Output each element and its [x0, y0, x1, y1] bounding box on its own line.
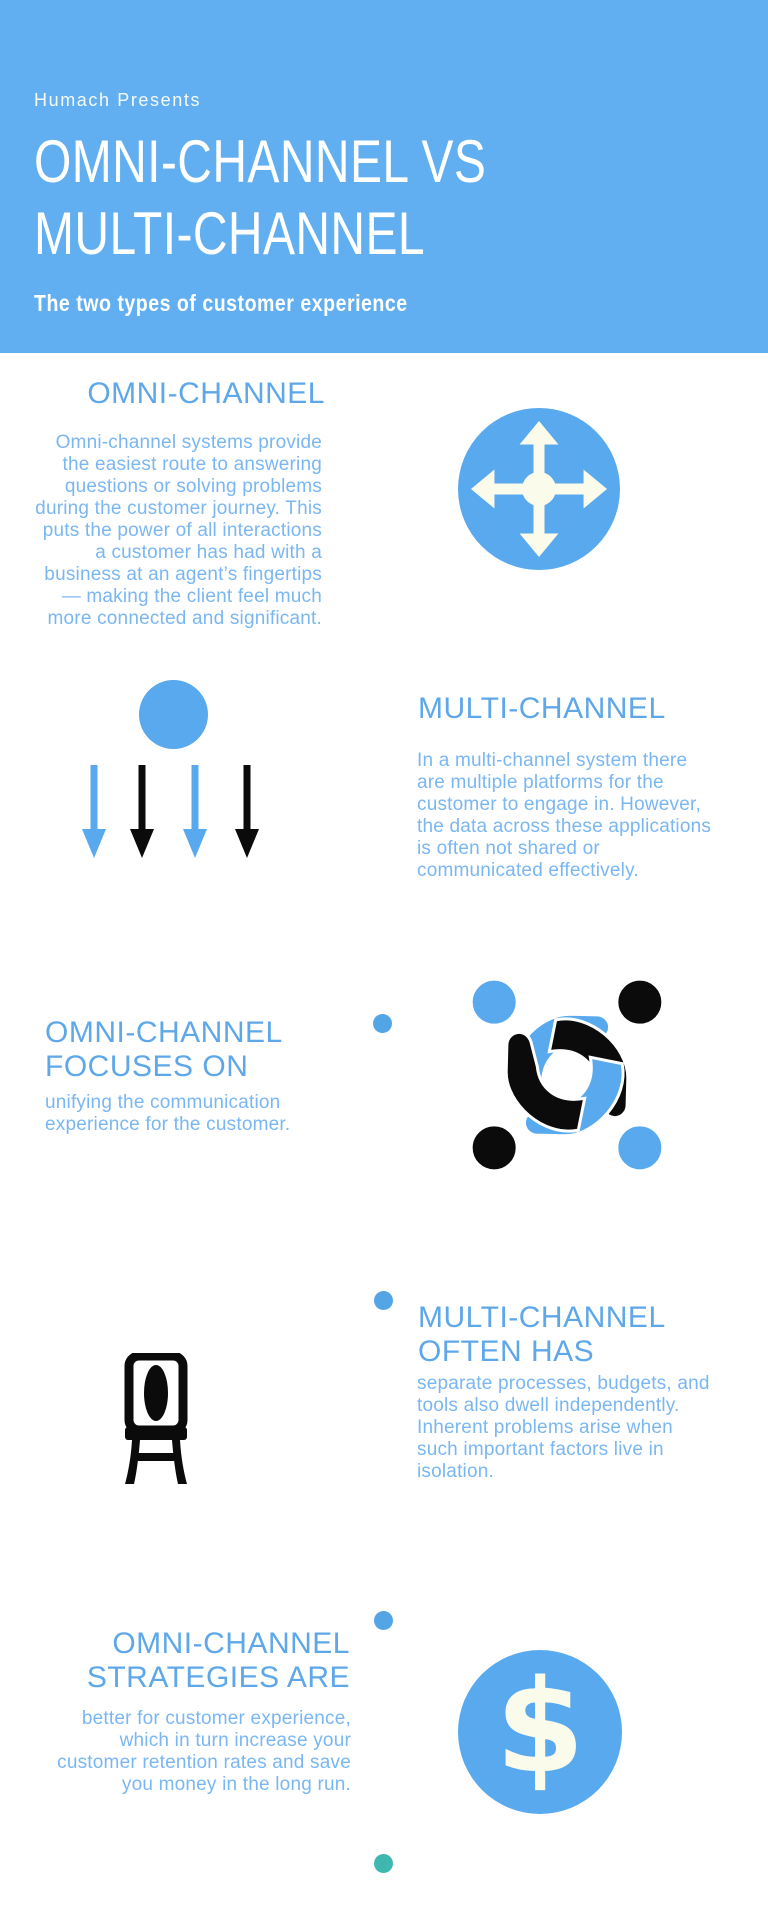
- omni-strategies-heading: OMNI-CHANNEL STRATEGIES ARE: [86, 1627, 350, 1694]
- multi-channel-source-circle-icon: [139, 680, 208, 749]
- multi-channel-body: In a multi-channel system there are mult…: [417, 750, 712, 881]
- subtitle: The two types of customer experience: [34, 290, 408, 316]
- divider-dot-teal: [374, 1854, 393, 1873]
- omni-channel-heading: OMNI-CHANNEL: [87, 377, 325, 410]
- divider-dot-blue-1: [373, 1014, 392, 1033]
- multi-often-body: separate processes, budgets, and tools a…: [417, 1373, 710, 1482]
- teamwork-icon: [469, 977, 665, 1173]
- omni-direction-icon: [458, 408, 620, 570]
- omni-focuses-heading: OMNI-CHANNEL FOCUSES ON: [45, 1016, 283, 1083]
- main-title: OMNI-CHANNEL VS MULTI-CHANNEL: [34, 128, 487, 267]
- omni-channel-body: Omni-channel systems provide the easiest…: [35, 432, 322, 629]
- multi-channel-split-arrows-icon: [82, 765, 259, 858]
- divider-dot-blue-2: [374, 1291, 393, 1310]
- multi-often-heading: MULTI-CHANNEL OFTEN HAS: [418, 1301, 666, 1368]
- header-banner: Humach Presents OMNI-CHANNEL VS MULTI-CH…: [0, 0, 768, 353]
- chair-icon: [124, 1353, 188, 1484]
- dollar-sign-glyph: $: [495, 1652, 585, 1802]
- presenter-label: Humach Presents: [34, 90, 202, 110]
- omni-focuses-body: unifying the communication experience fo…: [45, 1092, 291, 1135]
- omni-strategies-body: better for customer experience, which in…: [57, 1708, 351, 1795]
- dollar-icon: $: [458, 1650, 622, 1814]
- divider-dot-blue-3: [374, 1611, 393, 1630]
- multi-channel-heading: MULTI-CHANNEL: [418, 692, 666, 725]
